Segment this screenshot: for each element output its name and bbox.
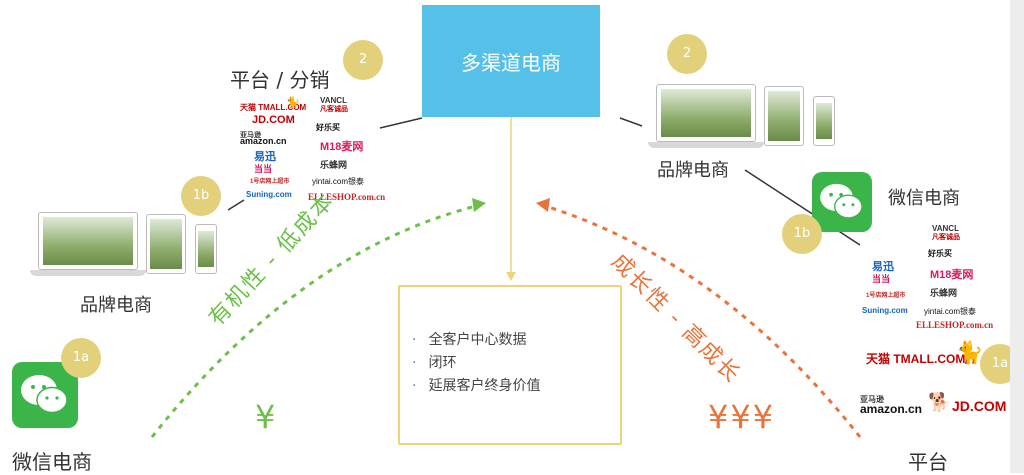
right-curve-arrowhead <box>536 198 550 212</box>
logo-suning: Suning.com <box>862 306 908 315</box>
laptop-icon <box>656 84 756 142</box>
logo-jd-dog-icon: 🐕 <box>928 392 951 412</box>
badge-1b-left: 1b <box>181 176 221 216</box>
laptop-icon <box>38 212 138 270</box>
logo-lefeng: 乐蜂网 <box>320 160 348 170</box>
left-wechat-label: 微信电商 <box>12 450 92 474</box>
logo-amazon: amazon.cn <box>860 402 923 416</box>
badge-2-right: 2 <box>667 34 707 74</box>
info-box: 全客户中心数据 闭环 延展客户终身价值 <box>398 285 622 445</box>
connector-left-platform <box>379 117 423 129</box>
logo-yintai: yintai.com银泰 <box>312 177 365 186</box>
logo-amazon: amazon.cn <box>240 136 287 146</box>
logo-elleshop: ELLESHOP.com.cn <box>308 192 386 202</box>
info-list: 全客户中心数据 闭环 延展客户终身价值 <box>412 329 620 398</box>
tablet-icon <box>146 214 186 274</box>
logo-tmall-cat-icon: 🐈 <box>286 97 300 109</box>
logo-haolemai: 好乐买 <box>928 249 952 258</box>
logo-m18: M18麦网 <box>930 269 974 281</box>
info-item: 全客户中心数据 <box>412 329 620 352</box>
left-curve-arrowhead <box>472 198 486 212</box>
logo-vancl: VANCL <box>932 224 959 233</box>
connector-right-brand <box>619 117 643 127</box>
connector-right-wechat <box>744 169 861 246</box>
left-currency: ¥ <box>255 398 276 436</box>
right-brand-devices <box>648 84 848 154</box>
logo-jd: JD.COM <box>952 398 1007 414</box>
logo-suning: Suning.com <box>246 190 292 199</box>
logo-jd: JD.COM <box>252 114 295 126</box>
logo-vancl-cn: 凡客诚品 <box>932 234 960 241</box>
logo-amazon-cn: 亚马逊 <box>240 132 261 139</box>
logo-m18: M18麦网 <box>320 141 364 153</box>
right-dashed-curve <box>541 203 862 438</box>
logo-1hd: 1号店网上超市 <box>250 179 290 185</box>
logo-lefeng: 乐蜂网 <box>930 288 958 298</box>
logo-yixun: 易迅 <box>872 261 894 273</box>
badge-2-left: 2 <box>343 40 383 80</box>
info-item: 延展客户终身价值 <box>412 375 620 398</box>
phone-icon <box>813 96 835 146</box>
left-brand-devices <box>30 212 230 282</box>
center-title: 多渠道电商 <box>461 50 561 75</box>
right-wechat-label: 微信电商 <box>888 188 960 209</box>
right-currency: ¥¥¥ <box>708 398 776 436</box>
right-brand-label: 品牌电商 <box>657 160 729 181</box>
right-platform-logos: 天猫 TMALL.COM 🐈 亚马逊 amazon.cn 🐕 JD.COM <box>860 340 1010 430</box>
logo-amazon-cn: 亚马逊 <box>860 395 884 404</box>
logo-yintai: yintai.com银泰 <box>924 307 977 316</box>
right-logo-grid: VANCL 凡客诚品 好乐买 M18麦网 乐蜂网 yintai.com银泰 EL… <box>858 222 993 334</box>
logo-vancl-cn: 凡客诚品 <box>320 106 348 113</box>
left-logo-grid: 天猫 TMALL.COM 🐈 JD.COM 亚马逊 amazon.cn 易迅 当… <box>236 96 385 206</box>
logo-1hd: 1号店网上超市 <box>866 293 906 299</box>
center-multichannel-box: 多渠道电商 <box>422 5 600 117</box>
logo-vancl: VANCL <box>320 96 347 105</box>
right-platform-label: 平台 <box>908 450 948 474</box>
left-brand-label: 品牌电商 <box>80 295 152 316</box>
logo-yixun: 易迅 <box>254 151 276 163</box>
badge-1a-left: 1a <box>61 338 101 378</box>
logo-tmall-cat-icon: 🐈 <box>956 340 984 365</box>
logo-haolemai: 好乐买 <box>316 123 340 132</box>
logo-tmall: 天猫 TMALL.COM <box>240 103 307 112</box>
connector-center-arrowhead <box>506 272 516 281</box>
logo-elleshop: ELLESHOP.com.cn <box>916 320 994 330</box>
wechat-icon-right <box>812 172 872 232</box>
badge-1b-right: 1b <box>782 214 822 254</box>
tablet-icon <box>764 86 804 146</box>
logo-dangdang: 当当 <box>872 274 891 284</box>
info-item: 闭环 <box>412 352 620 375</box>
phone-icon <box>195 224 217 274</box>
page-edge-scrollbar <box>1010 0 1024 473</box>
connector-left-brand <box>227 199 245 211</box>
left-platform-label: 平台 / 分销 <box>230 68 330 92</box>
logo-dangdang: 当当 <box>254 164 273 174</box>
logo-tmall: 天猫 TMALL.COM <box>866 352 966 366</box>
